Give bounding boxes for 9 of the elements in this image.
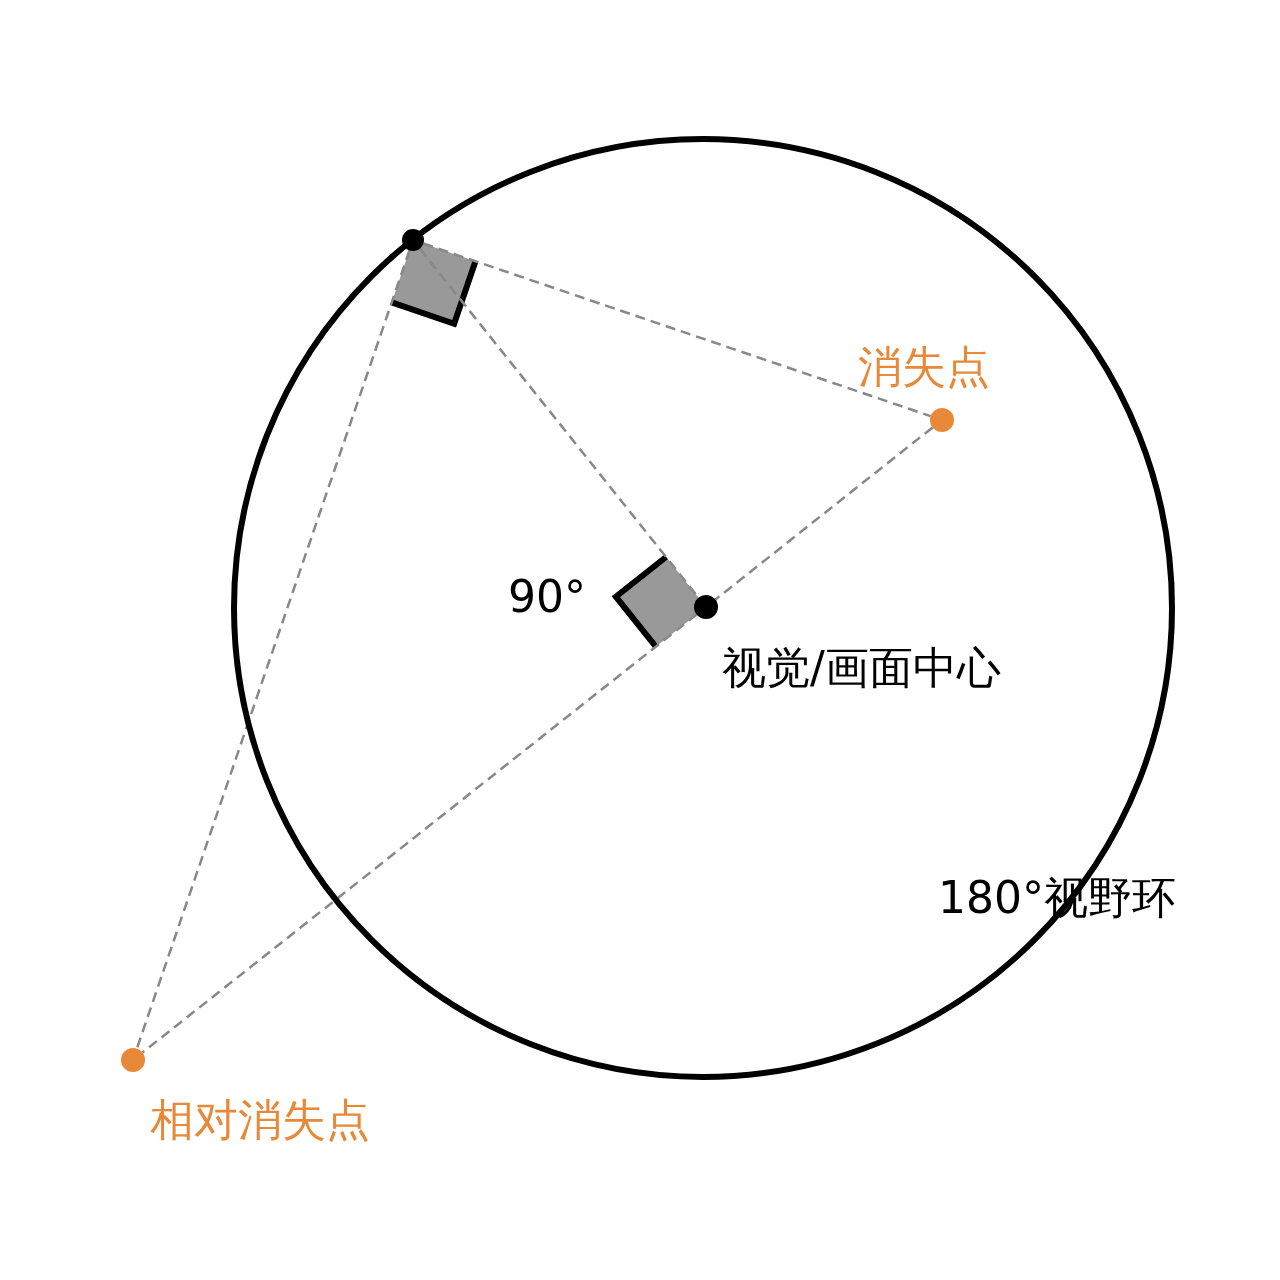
dashed-line [423, 242, 932, 418]
dashed-line [135, 250, 411, 1050]
dashed-line [141, 613, 698, 1054]
ring-circle [231, 136, 1175, 1080]
dashed-line [714, 426, 934, 601]
point-label: 视觉/画面中心 [722, 643, 1001, 693]
point-label: 消失点 [858, 342, 990, 392]
angle-label: 90° [508, 572, 586, 622]
point-label: 相对消失点 [150, 1095, 370, 1145]
